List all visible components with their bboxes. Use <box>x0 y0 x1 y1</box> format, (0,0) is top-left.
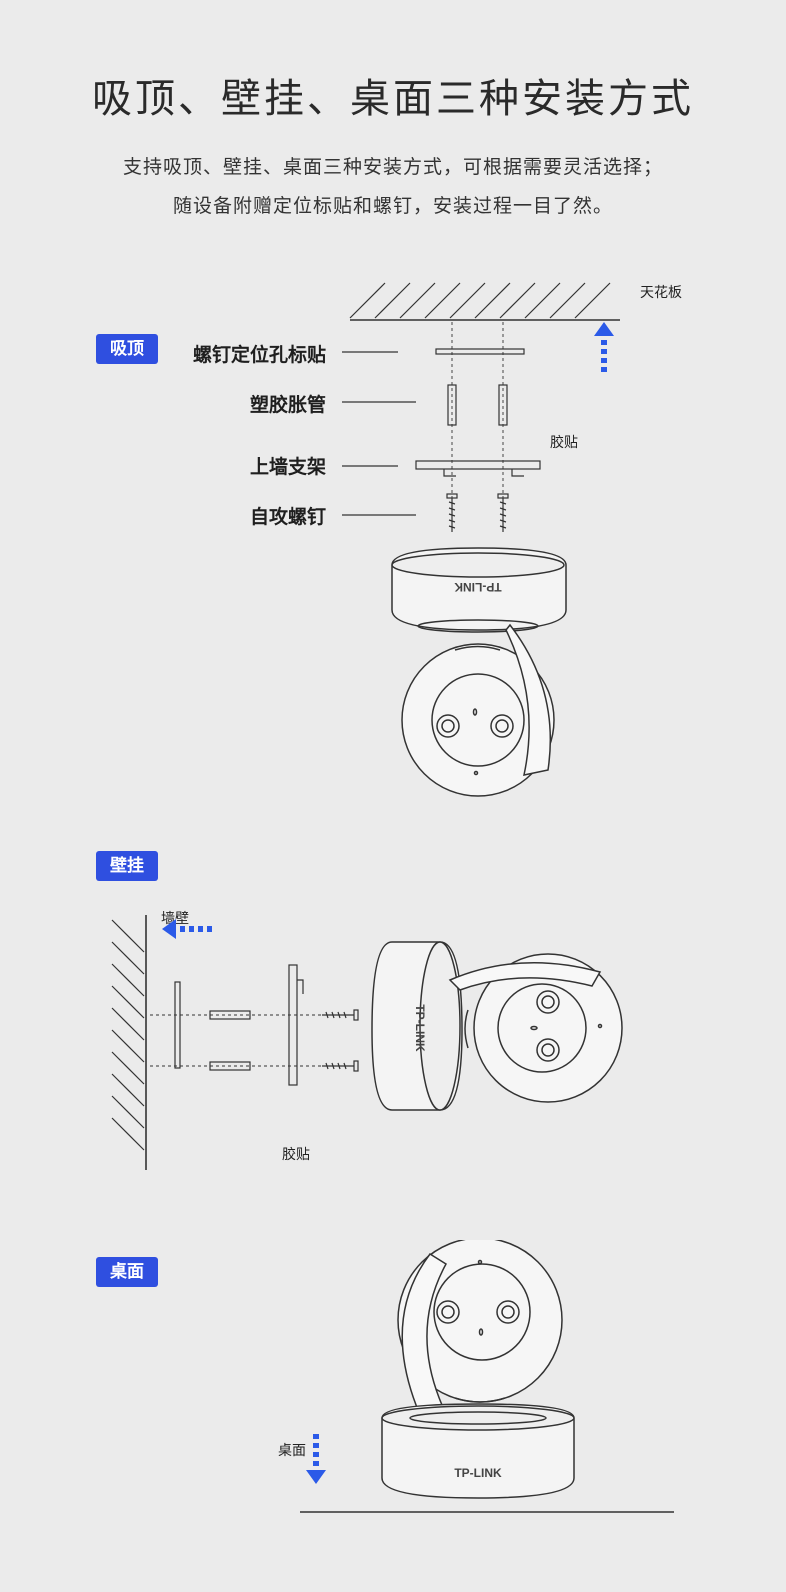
wall-screw-bottom <box>322 1060 359 1072</box>
wall-anchor-top <box>209 1010 251 1020</box>
desk-label: 桌面 <box>278 1443 306 1459</box>
wall-screw-top <box>322 1009 359 1021</box>
subtitle-line-1: 支持吸顶、壁挂、桌面三种安装方式，可根据需要灵活选择； <box>122 156 663 178</box>
desk-mount-diagram: TP-LINK <box>300 1240 674 1513</box>
tapping-screw-right <box>497 493 509 532</box>
ceiling-label: 天花板 <box>640 285 682 301</box>
part-label-plastic-anchor: 塑胶胀管 <box>249 394 326 416</box>
subtitle-line-2: 随设备附赠定位标贴和螺钉，安装过程一目了然。 <box>172 195 613 217</box>
part-label-screw-sticker: 螺钉定位孔标贴 <box>192 344 326 366</box>
wall-mount-badge: 壁挂 <box>96 851 158 881</box>
ceiling-hatch <box>349 282 620 321</box>
wall-adhesive-label: 胶贴 <box>282 1147 310 1163</box>
tapping-screw-left <box>446 493 458 532</box>
wall-camera-brand: TP-LINK <box>413 1004 427 1052</box>
wall-camera <box>371 941 623 1111</box>
ceiling-adhesive-label: 胶贴 <box>550 435 578 451</box>
ceiling-mount-badge: 吸顶 <box>96 334 158 364</box>
desk-mount-badge: 桌面 <box>96 1257 158 1287</box>
wall-anchor-bottom <box>209 1061 251 1071</box>
wall-screw-sticker <box>174 981 181 1069</box>
desk-down-arrow-icon <box>306 1434 326 1484</box>
wall-mount-diagram: TP-LINK <box>111 915 623 1170</box>
screw-sticker <box>435 348 525 355</box>
ceiling-camera-brand: TP-LINK <box>454 580 502 594</box>
wall-label: 墙壁 <box>161 911 189 927</box>
wall-bracket <box>288 964 304 1086</box>
ceiling-mount-diagram: TP-LINK <box>342 282 620 797</box>
wall-bracket <box>415 460 541 477</box>
plastic-anchor-right <box>498 384 508 426</box>
desk-camera <box>381 1240 575 1499</box>
part-label-tapping-screw: 自攻螺钉 <box>249 506 326 528</box>
desk-camera-brand: TP-LINK <box>454 1466 502 1480</box>
page-title: 吸顶、壁挂、桌面三种安装方式 <box>92 76 694 122</box>
plastic-anchor-left <box>447 384 457 426</box>
wall-left-arrow-icon <box>162 919 212 939</box>
wall-hatch <box>111 915 147 1170</box>
ceiling-up-arrow-icon <box>594 322 614 372</box>
part-label-wall-bracket: 上墙支架 <box>249 456 326 478</box>
ceiling-camera <box>391 547 567 797</box>
